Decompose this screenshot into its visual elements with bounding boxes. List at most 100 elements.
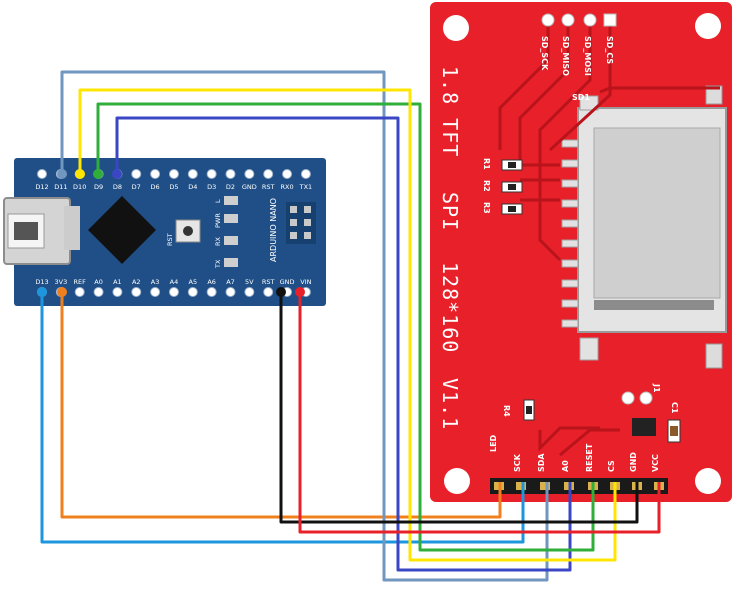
- sd-header: [541, 13, 617, 27]
- resistor-label-r3: R3: [482, 202, 491, 214]
- sd-pin-label: SD_CS: [605, 36, 614, 64]
- tft-pin-label-sda: SDA: [537, 453, 546, 472]
- sd-pin-label: SD_MOSI: [583, 36, 592, 76]
- wire-a0-to-d8: [115, 116, 572, 572]
- tft-pin-label-reset: RESET: [585, 443, 594, 472]
- wire-endpoint: [112, 169, 122, 179]
- nano-pin-gnd: [244, 169, 255, 179]
- tft-module: SD_SCK SD_MISO SD_MOSI SD_CS SD1 1.8 TFT…: [430, 2, 732, 502]
- wire-endpoints: [37, 169, 305, 297]
- nano-pin-d2: [225, 169, 236, 179]
- wire-endpoint: [276, 287, 286, 297]
- nano-pin-label: D11: [54, 183, 67, 191]
- nano-pin-5v: [244, 287, 255, 297]
- nano-pin-a2: [131, 287, 142, 297]
- nano-pin-label: D8: [113, 183, 122, 191]
- mounting-hole: [695, 13, 721, 39]
- nano-pin-label: A4: [170, 278, 179, 286]
- nano-pin-label: A7: [226, 278, 235, 286]
- nano-pin-label: D4: [188, 183, 197, 191]
- nano-pin-label: GND: [280, 278, 295, 286]
- pcb-traces: [498, 26, 720, 457]
- led-rx: [224, 236, 238, 245]
- nano-pin-label: RST: [262, 278, 275, 286]
- nano-pin-rst: [263, 287, 274, 297]
- resistor-label-r4: R4: [502, 405, 511, 417]
- nano-pin-label: A6: [207, 278, 216, 286]
- nano-pin-label: D13: [35, 278, 48, 286]
- wire-endpoint: [93, 169, 103, 179]
- nano-pin-tx1: [300, 169, 311, 179]
- nano-pin-d6: [150, 169, 161, 179]
- nano-pin-label: RX0: [280, 183, 293, 191]
- regulator-chip: [632, 418, 656, 436]
- tft-pin-label-a0: A0: [561, 460, 570, 472]
- nano-pin-a1: [112, 287, 123, 297]
- wires: [40, 70, 661, 582]
- wire-vcc-to-vin: [298, 292, 661, 534]
- j1-label: J1: [652, 383, 661, 393]
- resistor-label-r1: R1: [482, 158, 491, 170]
- nano-pin-d3: [206, 169, 217, 179]
- tft-pin-label-vcc: VCC: [651, 454, 660, 472]
- rst-label: RST: [166, 233, 174, 246]
- nano-pin-a4: [168, 287, 179, 297]
- sd1-label: SD1: [572, 93, 590, 102]
- sd-pin-label: SD_MISO: [561, 36, 570, 76]
- mounting-hole: [695, 468, 721, 494]
- led-label-l: L: [214, 199, 222, 203]
- capacitor-c1-body: [670, 426, 678, 436]
- nano-pin-label: A5: [189, 278, 198, 286]
- nano-pin-label: D9: [94, 183, 103, 191]
- nano-pin-label: D3: [207, 183, 216, 191]
- nano-pin-a5: [187, 287, 198, 297]
- wire-sck-to-d13: [40, 292, 525, 544]
- resistor-array: [501, 159, 523, 215]
- tft-pin-label-led: LED: [489, 434, 498, 452]
- nano-pin-label: A0: [94, 278, 103, 286]
- c1-label: C1: [670, 402, 679, 414]
- tft-title-res: 128*160: [438, 262, 462, 353]
- nano-pin-label: REF: [74, 278, 87, 286]
- wire-endpoint: [57, 287, 67, 297]
- nano-pin-d7: [131, 169, 142, 179]
- sd-card-inner: [593, 127, 721, 299]
- sd-pin-label: SD_SCK: [540, 36, 549, 71]
- nano-pin-a3: [150, 287, 161, 297]
- tft-pin-label-cs: CS: [607, 460, 616, 472]
- nano-pin-label: 3V3: [54, 278, 67, 286]
- nano-pin-label: D12: [35, 183, 48, 191]
- nano-pin-label: GND: [242, 183, 257, 191]
- wire-endpoint: [75, 169, 85, 179]
- led-pwr: [224, 214, 238, 223]
- wire-gnd-to-gnd: [279, 292, 639, 524]
- microcontroller-chip: [88, 196, 156, 264]
- tft-title-size: 1.8 TFT: [438, 66, 462, 157]
- wire-cs-to-d10: [78, 88, 617, 562]
- reset-button-cap: [183, 226, 193, 236]
- nano-pin-rst: [263, 169, 274, 179]
- mounting-hole: [444, 468, 470, 494]
- nano-pin-label: 5V: [245, 278, 254, 286]
- led-l: [224, 196, 238, 205]
- nano-pin-label: A2: [132, 278, 141, 286]
- nano-pin-d12: [37, 169, 47, 179]
- sd-card-latch: [594, 300, 714, 310]
- led-label-pwr: PWR: [214, 213, 222, 228]
- nano-pin-label: TX1: [299, 183, 313, 191]
- nano-pin-label: D2: [226, 183, 235, 191]
- tft-pin-label-sck: SCK: [513, 453, 522, 472]
- nano-pin-a0: [93, 287, 104, 297]
- icsp-pins: [290, 206, 311, 239]
- wire-endpoint: [37, 287, 47, 297]
- tft-pin-header: [490, 478, 668, 494]
- wire-endpoint: [295, 287, 305, 297]
- jumper-j1: [621, 391, 635, 405]
- nano-pin-label: RST: [262, 183, 275, 191]
- jumper-j1: [639, 391, 653, 405]
- nano-pin-label: D10: [73, 183, 86, 191]
- nano-pin-label: A1: [113, 278, 122, 286]
